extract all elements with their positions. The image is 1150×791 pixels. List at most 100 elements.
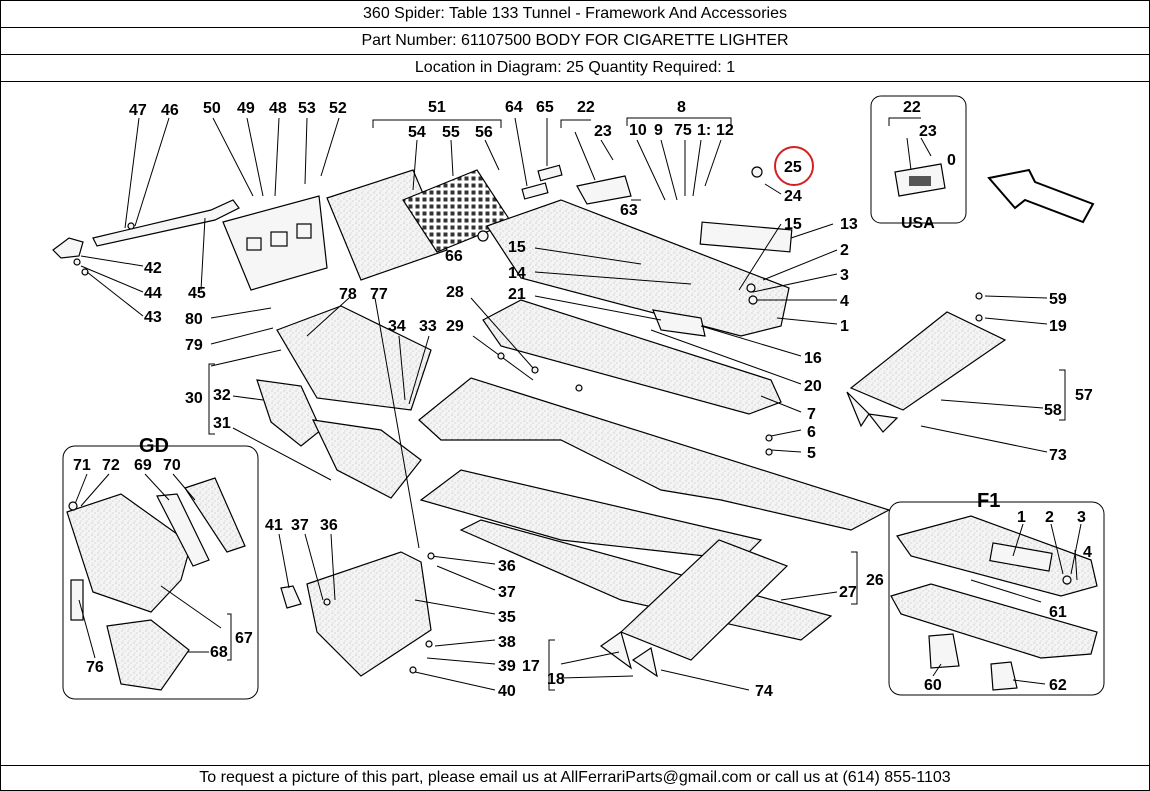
f1-bracket-60-part	[928, 633, 960, 669]
callout-8: 8	[677, 99, 686, 116]
callout-28: 28	[446, 284, 464, 301]
callout-7: 7	[807, 406, 816, 423]
bracket-8	[626, 117, 732, 126]
callout-20: 20	[804, 378, 822, 395]
callout-23: 23	[594, 123, 612, 140]
gd-callout-71: 71	[73, 457, 91, 474]
callout-37: 37	[291, 517, 309, 534]
page-title: 360 Spider: Table 133 Tunnel - Framework…	[1, 1, 1149, 28]
panel-17-part	[619, 539, 789, 661]
f1-callout-60: 60	[924, 677, 942, 694]
callout-45: 45	[188, 285, 206, 302]
bracket-16-part	[652, 309, 706, 337]
gd-inset-title: GD	[139, 435, 169, 457]
f1-callout-2: 2	[1045, 509, 1054, 526]
exploded-parts-diagram[interactable]: 47 46 50 49 48 53 52 51 54 55 56 64 65 2…	[1, 83, 1149, 763]
main-tunnel-part	[418, 377, 891, 531]
callout-40: 40	[498, 683, 516, 700]
callout-42: 42	[144, 260, 162, 277]
panel-17-leg	[631, 647, 658, 678]
usa-callout-23: 23	[919, 123, 937, 140]
f1-inset-frame	[888, 501, 1105, 696]
panel-slot	[296, 223, 312, 239]
callout-44: 44	[144, 285, 162, 302]
f1-callout-4: 4	[1083, 544, 1092, 561]
callout-57: 57	[1075, 387, 1093, 404]
f1-callout-3: 3	[1077, 509, 1086, 526]
usa-ashtray-opening	[909, 176, 931, 186]
callout-1: 1	[840, 318, 849, 335]
leader-lines	[74, 117, 1082, 691]
panel-slot	[246, 237, 262, 251]
callout-66: 66	[445, 248, 463, 265]
bracket-51	[372, 119, 502, 128]
left-arm-part	[52, 199, 240, 276]
callout-64: 64	[505, 99, 523, 116]
callout-4: 4	[840, 293, 849, 310]
callout-48: 48	[269, 100, 287, 117]
callout-19: 19	[1049, 318, 1067, 335]
callout-30: 30	[185, 390, 203, 407]
usa-callout-22: 22	[903, 99, 921, 116]
callout-53: 53	[298, 100, 316, 117]
callout-75: 75	[674, 122, 692, 139]
callout-47: 47	[129, 102, 147, 119]
callout-33: 33	[419, 318, 437, 335]
callout-35: 35	[498, 609, 516, 626]
f1-callout-1: 1	[1017, 509, 1026, 526]
callout-31: 31	[213, 415, 231, 432]
f1-inset-title: F1	[977, 490, 1000, 512]
callout-13: 13	[840, 216, 858, 233]
callout-32: 32	[213, 387, 231, 404]
bracket-30-part	[276, 305, 432, 411]
callout-77: 77	[370, 286, 388, 303]
bracket-26	[851, 551, 858, 605]
gd-cover-68-part	[106, 619, 190, 691]
callout-9: 9	[654, 122, 663, 139]
callout-36: 36	[320, 517, 338, 534]
bracket-17	[548, 639, 555, 691]
callout-34: 34	[388, 318, 406, 335]
gd-pedal-70-part	[184, 477, 246, 553]
callout-29: 29	[446, 318, 464, 335]
pad-64-part	[521, 182, 549, 200]
panel-57-leg	[867, 413, 899, 433]
cover-32-part	[256, 379, 322, 447]
usa-callout-0: 0	[947, 152, 956, 169]
callout-15: 15	[784, 216, 802, 233]
panel-57-leg	[846, 391, 870, 428]
callout-37b: 37	[498, 584, 516, 601]
gd-part-76	[70, 579, 84, 621]
callout-27: 27	[839, 584, 857, 601]
callout-24: 24	[784, 188, 802, 205]
callout-46: 46	[161, 102, 179, 119]
callout-80: 80	[185, 311, 203, 328]
callout-55: 55	[442, 124, 460, 141]
callout-49: 49	[237, 100, 255, 117]
callout-2: 2	[840, 242, 849, 259]
callout-14: 14	[508, 265, 526, 282]
page-title-text: 360 Spider: Table 133 Tunnel - Framework…	[363, 5, 787, 22]
gd-cover-67-part	[66, 493, 192, 613]
callout-63: 63	[620, 202, 638, 219]
part-number-row: Part Number: 61107500 BODY FOR CIGARETTE…	[1, 28, 1149, 55]
callout-6: 6	[807, 424, 816, 441]
cover-35-part	[306, 551, 432, 677]
gd-callout-67: 67	[235, 630, 253, 647]
bracket-57	[1059, 369, 1066, 421]
console-top-part	[482, 199, 790, 415]
location-row: Location in Diagram: 25 Quantity Require…	[1, 55, 1149, 82]
gd-callout-72: 72	[102, 457, 120, 474]
callout-56: 56	[475, 124, 493, 141]
cover-13-part	[699, 221, 793, 253]
callout-16: 16	[804, 350, 822, 367]
callout-11: 1:	[697, 122, 711, 139]
callout-25: 25	[784, 159, 802, 176]
f1-tray-part	[890, 583, 1098, 659]
callout-41: 41	[265, 517, 283, 534]
callout-59: 59	[1049, 291, 1067, 308]
callout-38: 38	[498, 634, 516, 651]
ashtray-22-part	[576, 175, 632, 205]
callout-21: 21	[508, 286, 526, 303]
callout-54: 54	[408, 124, 426, 141]
